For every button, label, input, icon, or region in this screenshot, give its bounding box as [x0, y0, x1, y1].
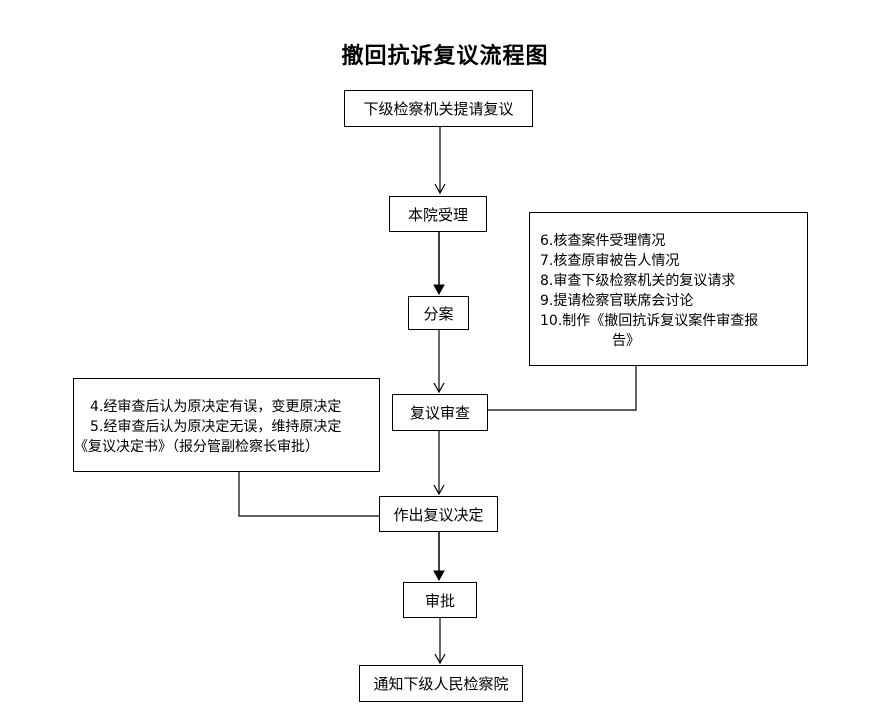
review-task-line: 9.提请检察官联席会讨论 [540, 293, 694, 309]
review-task-line: 10.制作《撤回抗诉复议案件审查报 [540, 313, 759, 329]
step-submit-request: 下级检察机关提请复议 [344, 90, 533, 127]
decision-outcome-line: 《复议决定书》（报分管副检察长审批） [74, 439, 319, 455]
step-approve: 审批 [403, 582, 477, 618]
step-accept: 本院受理 [389, 196, 487, 232]
connector-decision-outcomes [238, 472, 379, 517]
step-review: 复议审查 [392, 394, 488, 431]
step-notify: 通知下级人民检察院 [359, 665, 523, 702]
decision-outcomes-note: 4.经审查后认为原决定有误，变更原决定 5.经审查后认为原决定无误，维持原决定 … [73, 378, 380, 472]
decision-outcome-line: 4.经审查后认为原决定有误，变更原决定 [90, 399, 342, 415]
review-task-line: 8.审查下级检察机关的复议请求 [540, 273, 736, 289]
review-tasks-note: 6.核查案件受理情况 7.核查原审被告人情况 8.审查下级检察机关的复议请求 9… [529, 212, 808, 366]
step-make-decision: 作出复议决定 [379, 496, 498, 532]
step-assign-case: 分案 [408, 296, 469, 330]
review-task-line: 6.核查案件受理情况 [540, 233, 666, 249]
decision-outcome-line: 5.经审查后认为原决定无误，维持原决定 [90, 419, 342, 435]
connector-review-tasks [488, 366, 637, 411]
review-task-line: 7.核查原审被告人情况 [540, 253, 680, 269]
review-task-line: 告》 [612, 333, 640, 349]
diagram-title: 撤回抗诉复议流程图 [341, 44, 549, 69]
